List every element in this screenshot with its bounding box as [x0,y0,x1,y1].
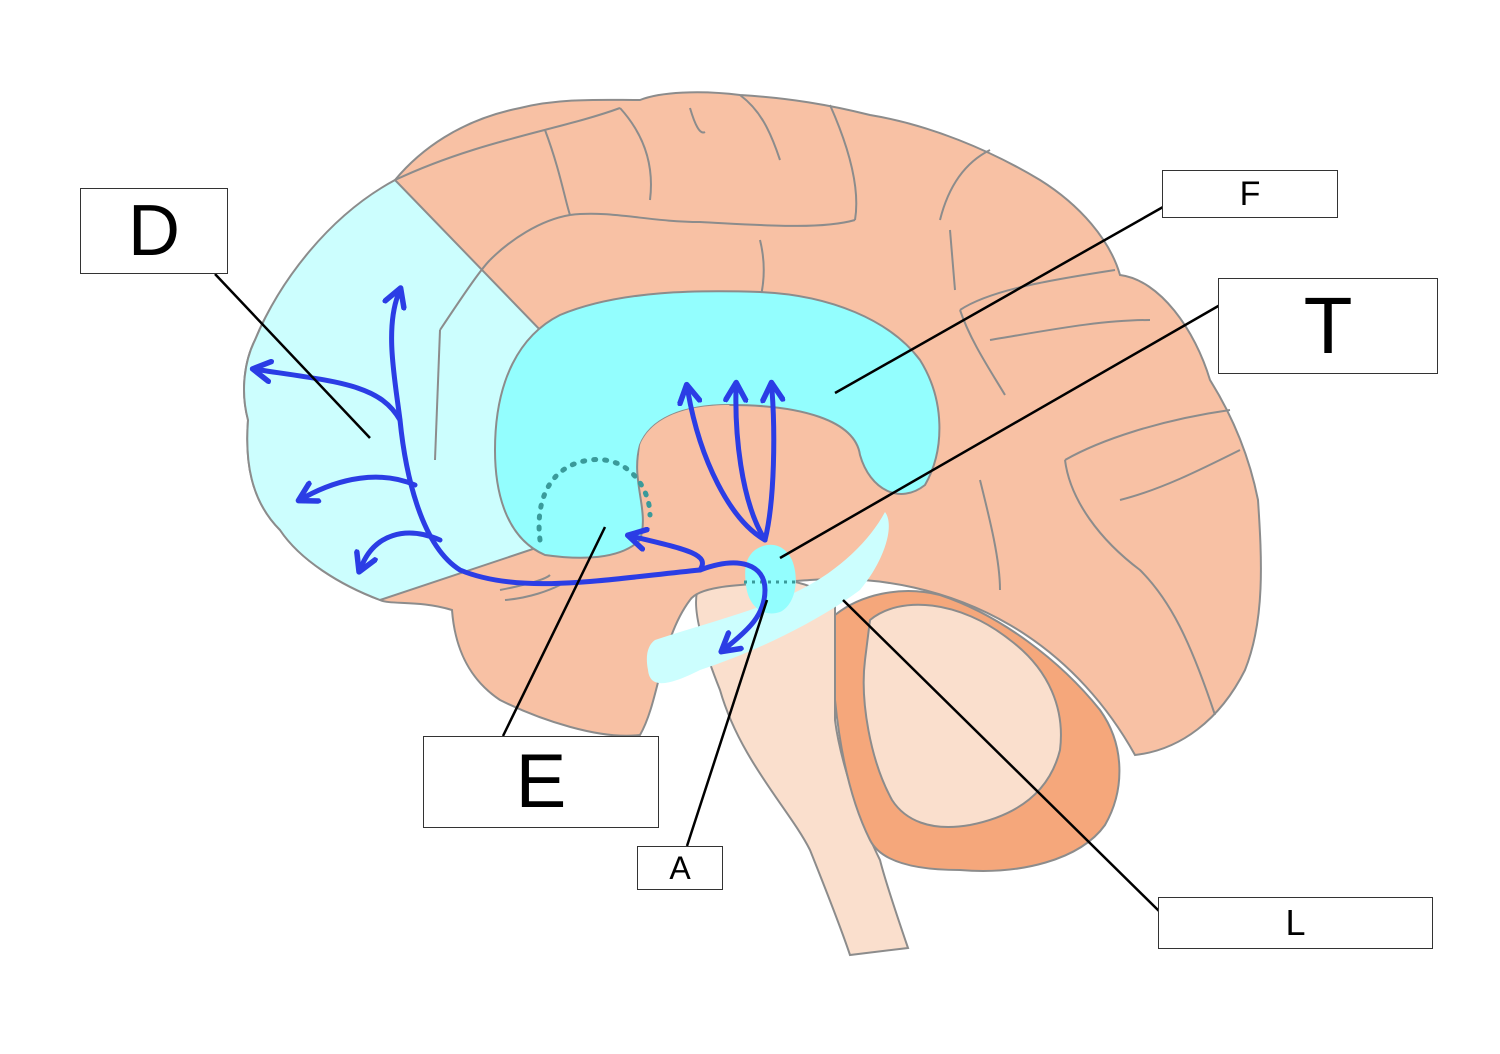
leader-line-d [214,273,371,439]
ventral-band [646,512,889,684]
leader-line-a [685,599,769,847]
arrow-icon [736,390,768,543]
arrow-icon [635,537,705,573]
limbic-region [493,290,941,559]
leader-line-e [501,526,607,737]
limbic-gap [638,405,730,545]
arrow-icon [765,390,774,543]
arrow-icon [392,295,703,587]
arrow-icon [260,370,403,423]
gyri-lines [394,94,1241,716]
leader-line-t [779,303,1221,560]
leader-line-l [842,599,1161,913]
pathway-arrows [260,295,774,647]
leader-line-f [834,205,1164,395]
leader-lines [214,205,1221,913]
label-e: E [423,736,659,828]
cyan-nucleus [745,544,796,614]
label-l: L [1158,897,1433,949]
arrow-icon [362,530,443,565]
label-a: A [637,846,723,890]
arrow-icon [305,474,418,497]
label-d: D [80,188,228,274]
dotted-arc-icon [536,457,653,543]
label-t: T [1218,278,1438,374]
arrow-icon [697,560,768,647]
arrow-icon [688,392,768,543]
label-f: F [1162,170,1338,218]
